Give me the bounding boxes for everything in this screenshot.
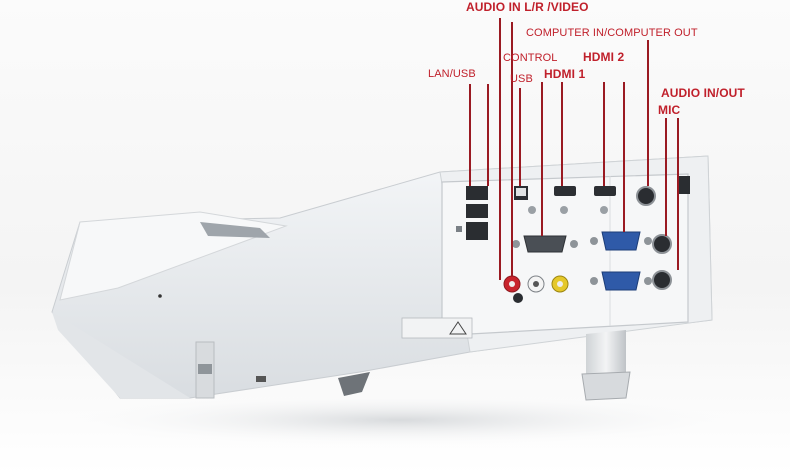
computer-in-port [601,231,641,251]
lock-slot [256,376,266,382]
label-usb: USB [510,73,533,85]
label-lan-usb: LAN/USB [428,68,476,80]
label-hdmi-1: HDMI 1 [544,67,586,81]
vga2-screw-right [644,277,652,285]
label-computer-in-out: COMPUTER IN/COMPUTER OUT [526,27,698,39]
video-jack-center [557,281,563,287]
label-hdmi-2: HDMI 2 [583,50,625,64]
front-edge [52,312,190,398]
label-control: CONTROL [503,52,558,64]
floor-shadow [40,392,760,448]
rear-foot [338,372,370,396]
usb-screw [528,206,536,214]
hdmi2-port [594,186,616,196]
hdmi1-port [554,186,576,196]
control-screw-left [512,240,520,248]
lens-slot [200,222,270,238]
audio-l-jack-center [533,281,539,287]
label-mic: MIC [658,103,681,117]
lan-indicator [456,226,462,232]
vga1-screw-left [590,237,598,245]
control-screw-right [570,240,578,248]
hdmi2-screw [600,206,608,214]
control-dsub-port [523,235,567,253]
label-audio-in-lr-video: AUDIO IN L/R /VIDEO [466,0,589,14]
label-audio-in-out: AUDIO IN/OUT [661,86,745,100]
audio-in-jack [652,234,672,254]
usb-port-a [466,186,488,200]
mic-jack [652,270,672,290]
vga1-screw-right [644,237,652,245]
warning-sticker [401,317,473,339]
sensor-dot [158,294,162,298]
usb-port-b [466,204,488,218]
foot-slot [198,364,212,374]
hdmi1-screw [560,206,568,214]
computer-out-audio-jack [636,186,656,206]
computer-out-port [601,271,641,291]
usb-b-inner [516,188,526,196]
warning-triangle-icon [449,321,467,335]
lan-port [466,222,488,240]
power-socket [678,176,690,194]
rear-leg-foot [581,371,631,401]
audio-in-mini-jack [513,293,523,303]
rear-leg [586,330,626,378]
leader-lines [469,18,679,280]
vga2-screw-left [590,277,598,285]
audio-r-jack-center [509,281,515,287]
